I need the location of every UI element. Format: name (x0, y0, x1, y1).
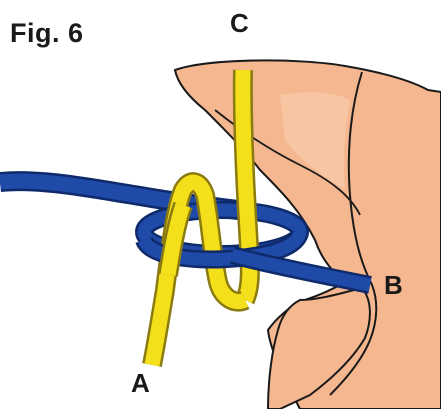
figure-title: Fig. 6 (10, 18, 84, 49)
label-c: C (230, 8, 249, 39)
label-b: B (384, 270, 403, 301)
label-a: A (131, 368, 150, 399)
